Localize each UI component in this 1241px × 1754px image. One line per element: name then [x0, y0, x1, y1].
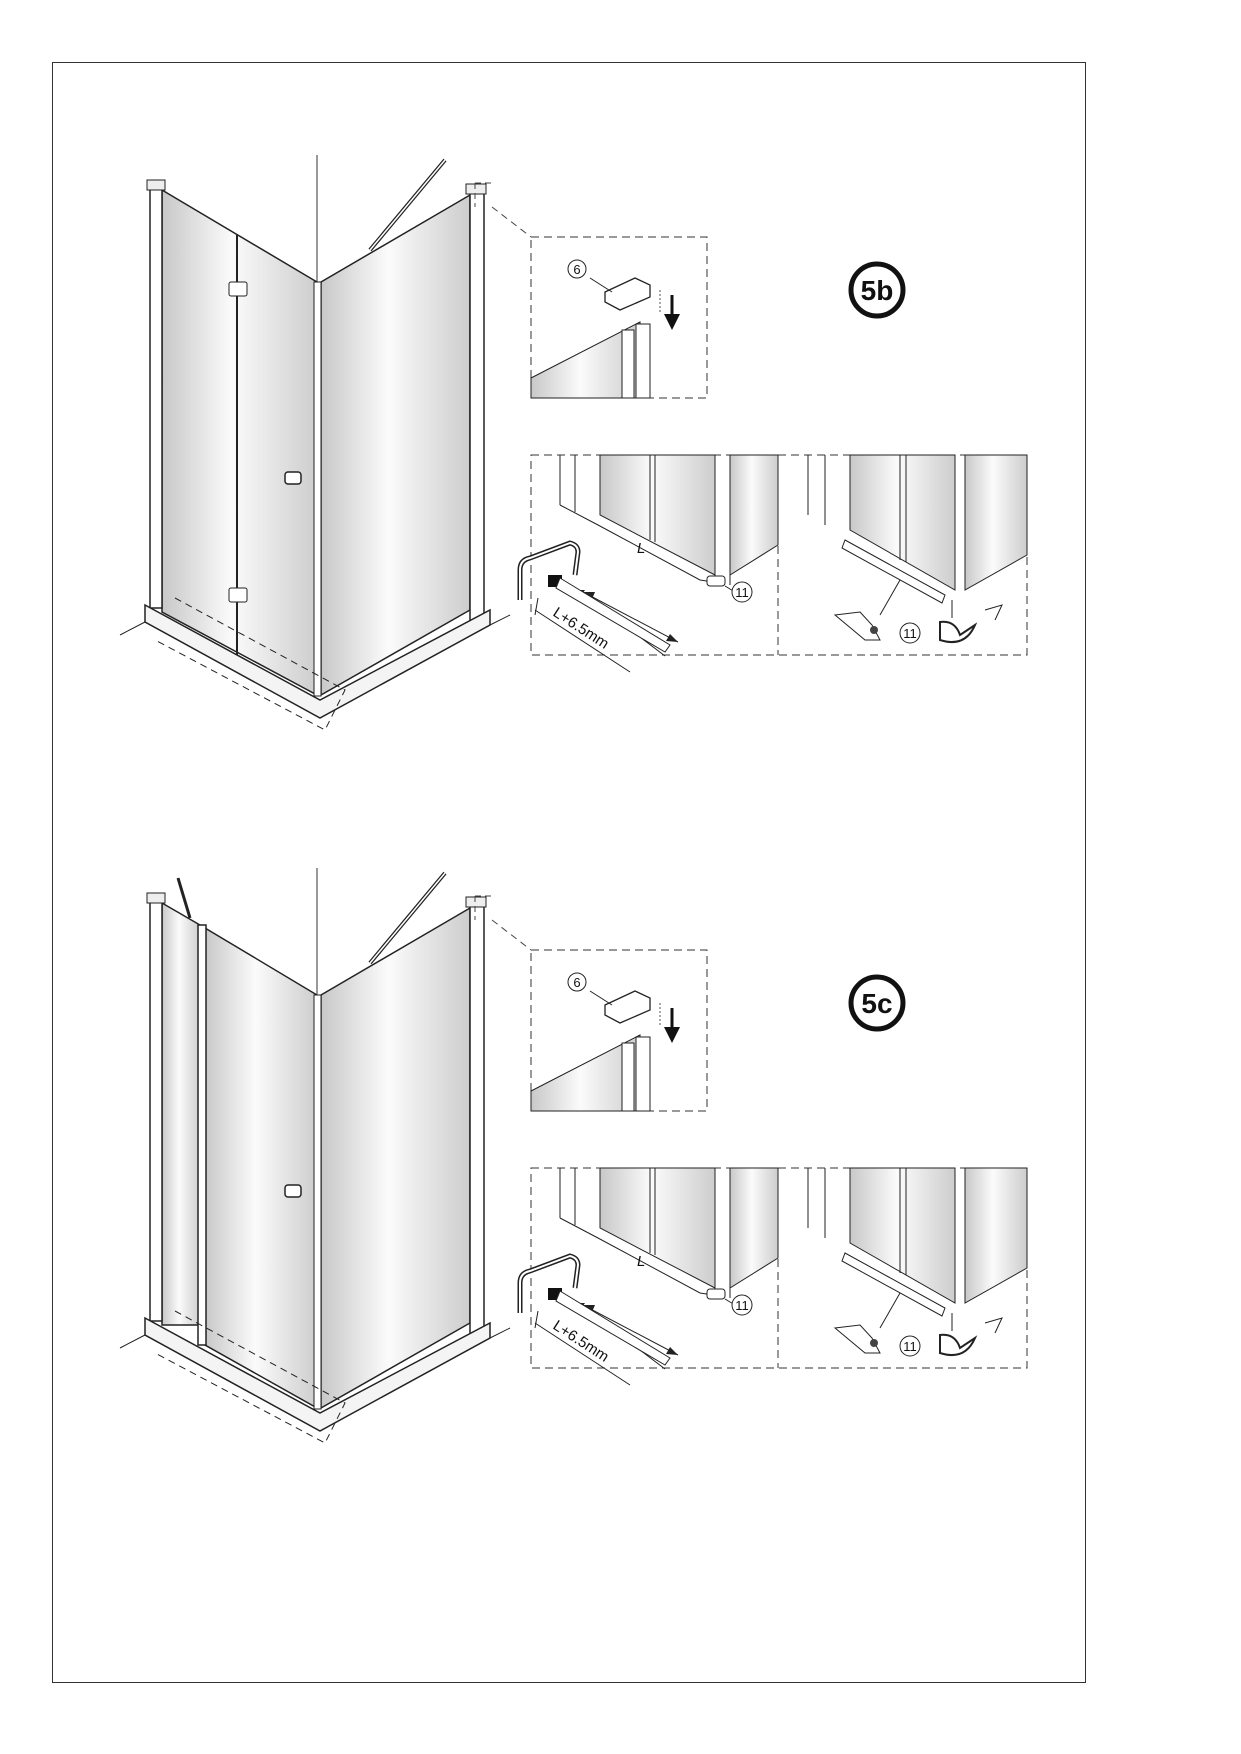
step-badge: 5c	[848, 974, 906, 1032]
part-callout-cap: 6	[573, 975, 580, 990]
step-badge: 5b	[848, 261, 906, 319]
step-badge-label: 5b	[861, 275, 894, 306]
cap-detail-illustration	[473, 894, 709, 1113]
part-callout-cap: 6	[573, 262, 580, 277]
step-badge-label: 5c	[861, 988, 892, 1019]
dimension-label-L: L	[637, 1253, 645, 1270]
page-border	[52, 62, 1086, 1683]
shower-enclosure-illustration	[118, 866, 512, 1445]
part-callout-seal: 11	[735, 1298, 749, 1313]
part-callout-seal: 11	[903, 1339, 917, 1354]
dimension-label-L: L	[637, 540, 645, 557]
part-callout-seal: 11	[735, 585, 749, 600]
step-5c: 5c 6 11 11 L L+6.5mm	[118, 866, 1027, 1445]
shower-enclosure-illustration	[118, 153, 512, 732]
part-callout-seal: 11	[903, 626, 917, 641]
step-5b: 5b 6 11 11 L L+6.5mm	[118, 153, 1027, 732]
cap-detail-illustration	[473, 181, 709, 400]
